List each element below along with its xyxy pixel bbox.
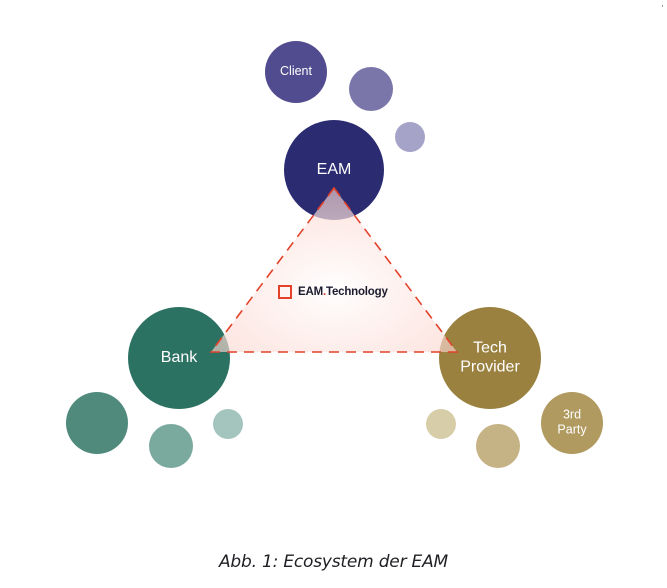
node-label-line: EAM (317, 161, 352, 178)
node-label-line: Client (280, 64, 312, 78)
node-label-eam: EAM (317, 161, 352, 178)
cluster-eam (265, 41, 425, 220)
node-tech-provider (439, 307, 541, 409)
node-tech-satellite (476, 424, 520, 468)
figure-caption: Abb. 1: Ecosystem der EAM (219, 552, 448, 572)
node-label-line: 3rd (563, 408, 581, 422)
node-bank (128, 307, 230, 409)
node-label-client: Client (280, 64, 312, 78)
node-eam-satellite (349, 67, 393, 111)
cluster-tech (426, 307, 603, 468)
cluster-bank (66, 307, 243, 468)
connection-triangle-dashed (209, 186, 459, 353)
node-bank-satellite (66, 392, 128, 454)
node-label-bank: Bank (161, 349, 198, 366)
node-label-line: Party (557, 423, 587, 437)
node-label-line: Provider (460, 359, 520, 376)
logo-square-icon (278, 285, 292, 299)
node-tech-satellite (426, 409, 456, 439)
logo-text: EAM.Technology (298, 286, 388, 298)
eam-technology-logo: EAM.Technology (278, 285, 388, 299)
corner-mark (662, 5, 663, 7)
node-bank-satellite (149, 424, 193, 468)
connection-triangle-fill (211, 188, 457, 352)
node-label-line: Tech (473, 340, 507, 357)
node-third-party (541, 392, 603, 454)
node-eam (284, 120, 384, 220)
node-bank-satellite (213, 409, 243, 439)
node-client (265, 41, 327, 103)
node-eam-satellite (395, 122, 425, 152)
node-label-line: Bank (161, 349, 198, 366)
